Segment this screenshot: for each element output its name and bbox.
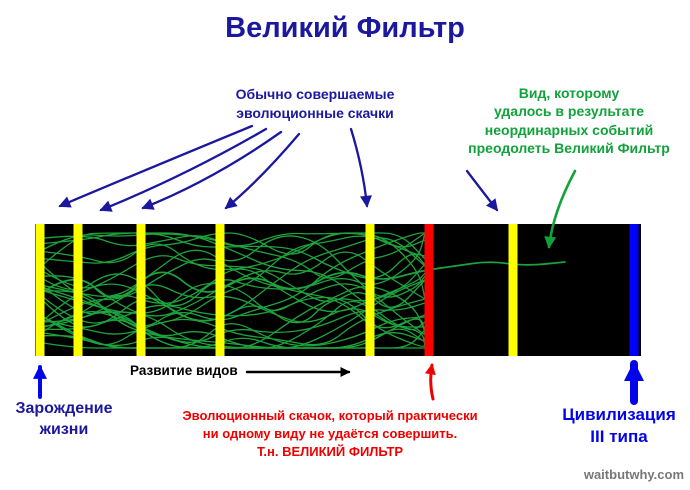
species-path <box>36 237 426 327</box>
great-filter-note: Эволюционный скачок, который практически… <box>182 408 478 459</box>
species-path <box>36 332 426 349</box>
arrow-evolutionary-jump-5 <box>349 127 372 208</box>
arrow-evolutionary-jump-4 <box>224 132 301 210</box>
post-filter-jump-bar <box>508 224 518 356</box>
arrow-great-filter <box>424 363 436 401</box>
origin-of-life-bar <box>35 224 45 356</box>
arrow-evolutionary-jump-2 <box>99 127 268 212</box>
evolutionary-jump-bar-3 <box>215 224 225 356</box>
evolutionary-jump-bar-2 <box>136 224 146 356</box>
species-development-label: Развитие видов <box>130 363 238 378</box>
survivor-species-label: Вид, которому удалось в результате неорд… <box>468 85 670 157</box>
arrow-post-filter-jump <box>465 169 499 212</box>
milestone-bars-group <box>35 224 639 356</box>
arrow-evolutionary-jump-1 <box>58 124 254 208</box>
species-path <box>36 275 426 324</box>
species-path <box>36 298 426 346</box>
type-iii-civilization-bar <box>629 224 639 356</box>
common-jumps-label: Обычно совершаемые эволюционные скачки <box>235 86 395 121</box>
evolutionary-jump-bar-1 <box>73 224 83 356</box>
civilization-label: Цивилизация III типа <box>562 405 676 447</box>
species-path <box>36 251 426 317</box>
species-path <box>36 255 426 308</box>
life-origin-label: Зарождение жизни <box>15 400 113 438</box>
annotation-arrows <box>33 124 644 405</box>
page-title: Великий Фильтр <box>225 12 465 44</box>
watermark: waitbutwhy.com <box>583 467 684 482</box>
species-path <box>36 284 426 328</box>
great-filter-bar <box>424 224 434 356</box>
arrow-evolutionary-jump-3 <box>141 130 283 210</box>
species-path <box>36 235 426 336</box>
evolutionary-jump-bar-4 <box>365 224 375 356</box>
species-path <box>36 232 426 264</box>
arrow-survivor-species <box>544 169 577 249</box>
species-path <box>36 268 426 330</box>
species-path <box>36 279 426 349</box>
